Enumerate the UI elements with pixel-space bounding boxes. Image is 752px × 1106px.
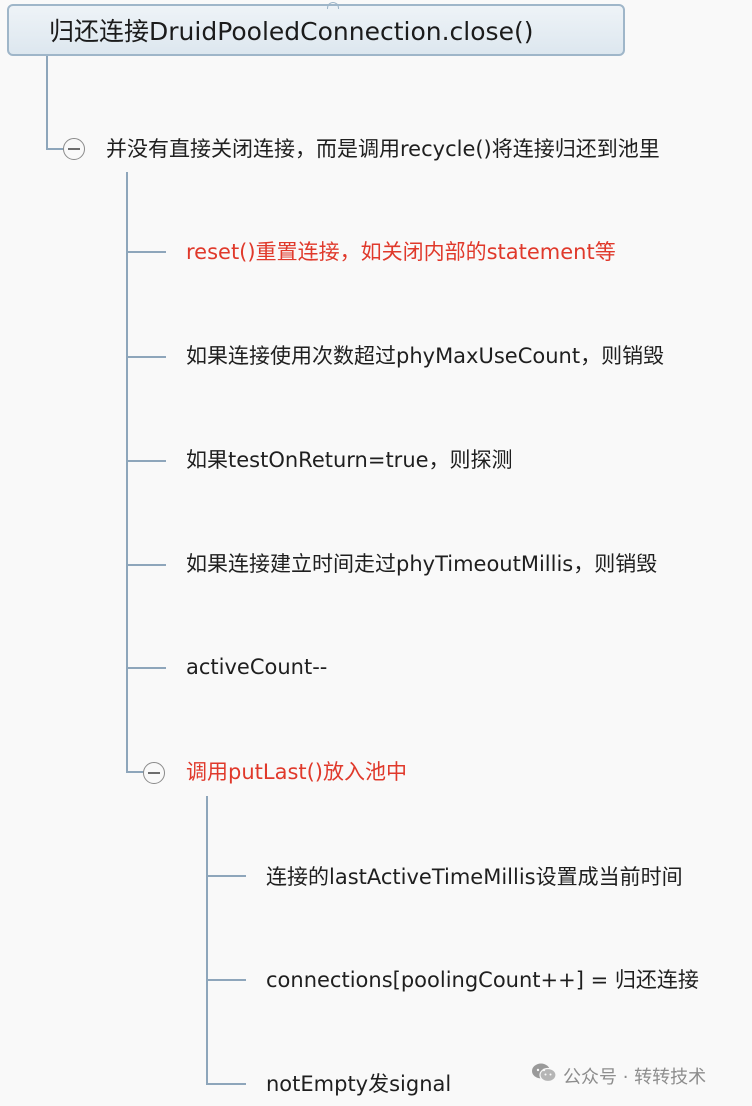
collapse-icon[interactable] <box>143 762 165 784</box>
connector-child-1 <box>126 251 166 253</box>
connector-child-2 <box>126 356 166 358</box>
grandchild-node-not-empty-signal[interactable]: notEmpty发signal <box>266 1072 452 1096</box>
connector-grandchild-2 <box>206 979 246 981</box>
collapse-icon[interactable] <box>63 138 85 160</box>
child-node-timeout[interactable]: 如果连接建立时间走过phyTimeoutMillis，则销毁 <box>186 552 658 576</box>
child-node-active-count[interactable]: activeCount-- <box>186 655 328 679</box>
level1-node[interactable]: 并没有直接关闭连接，而是调用recycle()将连接归还到池里 <box>106 137 660 161</box>
connector-grandchild-3 <box>206 1083 246 1085</box>
child-node-reset[interactable]: reset()重置连接，如关闭内部的statement等 <box>186 240 616 264</box>
watermark: 公众号 · 转转技术 <box>531 1062 706 1089</box>
grandchild-node-last-active-time[interactable]: 连接的lastActiveTimeMillis设置成当前时间 <box>266 865 683 889</box>
connector-putlast-spine <box>206 796 208 1085</box>
child-node-test-on-return[interactable]: 如果testOnReturn=true，则探测 <box>186 448 513 472</box>
watermark-text: 公众号 · 转转技术 <box>563 1066 707 1088</box>
connector-root-horizontal <box>46 148 64 150</box>
wechat-icon <box>531 1062 557 1089</box>
root-node-label: 归还连接DruidPooledConnection.close() <box>49 17 534 46</box>
root-connector-stub <box>327 2 339 9</box>
connector-child-6 <box>126 771 144 773</box>
connector-child-5 <box>126 667 166 669</box>
child-node-max-use-count[interactable]: 如果连接使用次数超过phyMaxUseCount，则销毁 <box>186 344 665 368</box>
connector-grandchild-1 <box>206 875 246 877</box>
connector-root-vertical <box>46 56 48 150</box>
connector-child-4 <box>126 564 166 566</box>
grandchild-node-connections-assign[interactable]: connections[poolingCount++] = 归还连接 <box>266 968 699 992</box>
connector-level1-spine <box>126 172 128 773</box>
root-node[interactable]: 归还连接DruidPooledConnection.close() <box>7 2 625 56</box>
child-node-put-last[interactable]: 调用putLast()放入池中 <box>186 760 408 784</box>
connector-child-3 <box>126 460 166 462</box>
